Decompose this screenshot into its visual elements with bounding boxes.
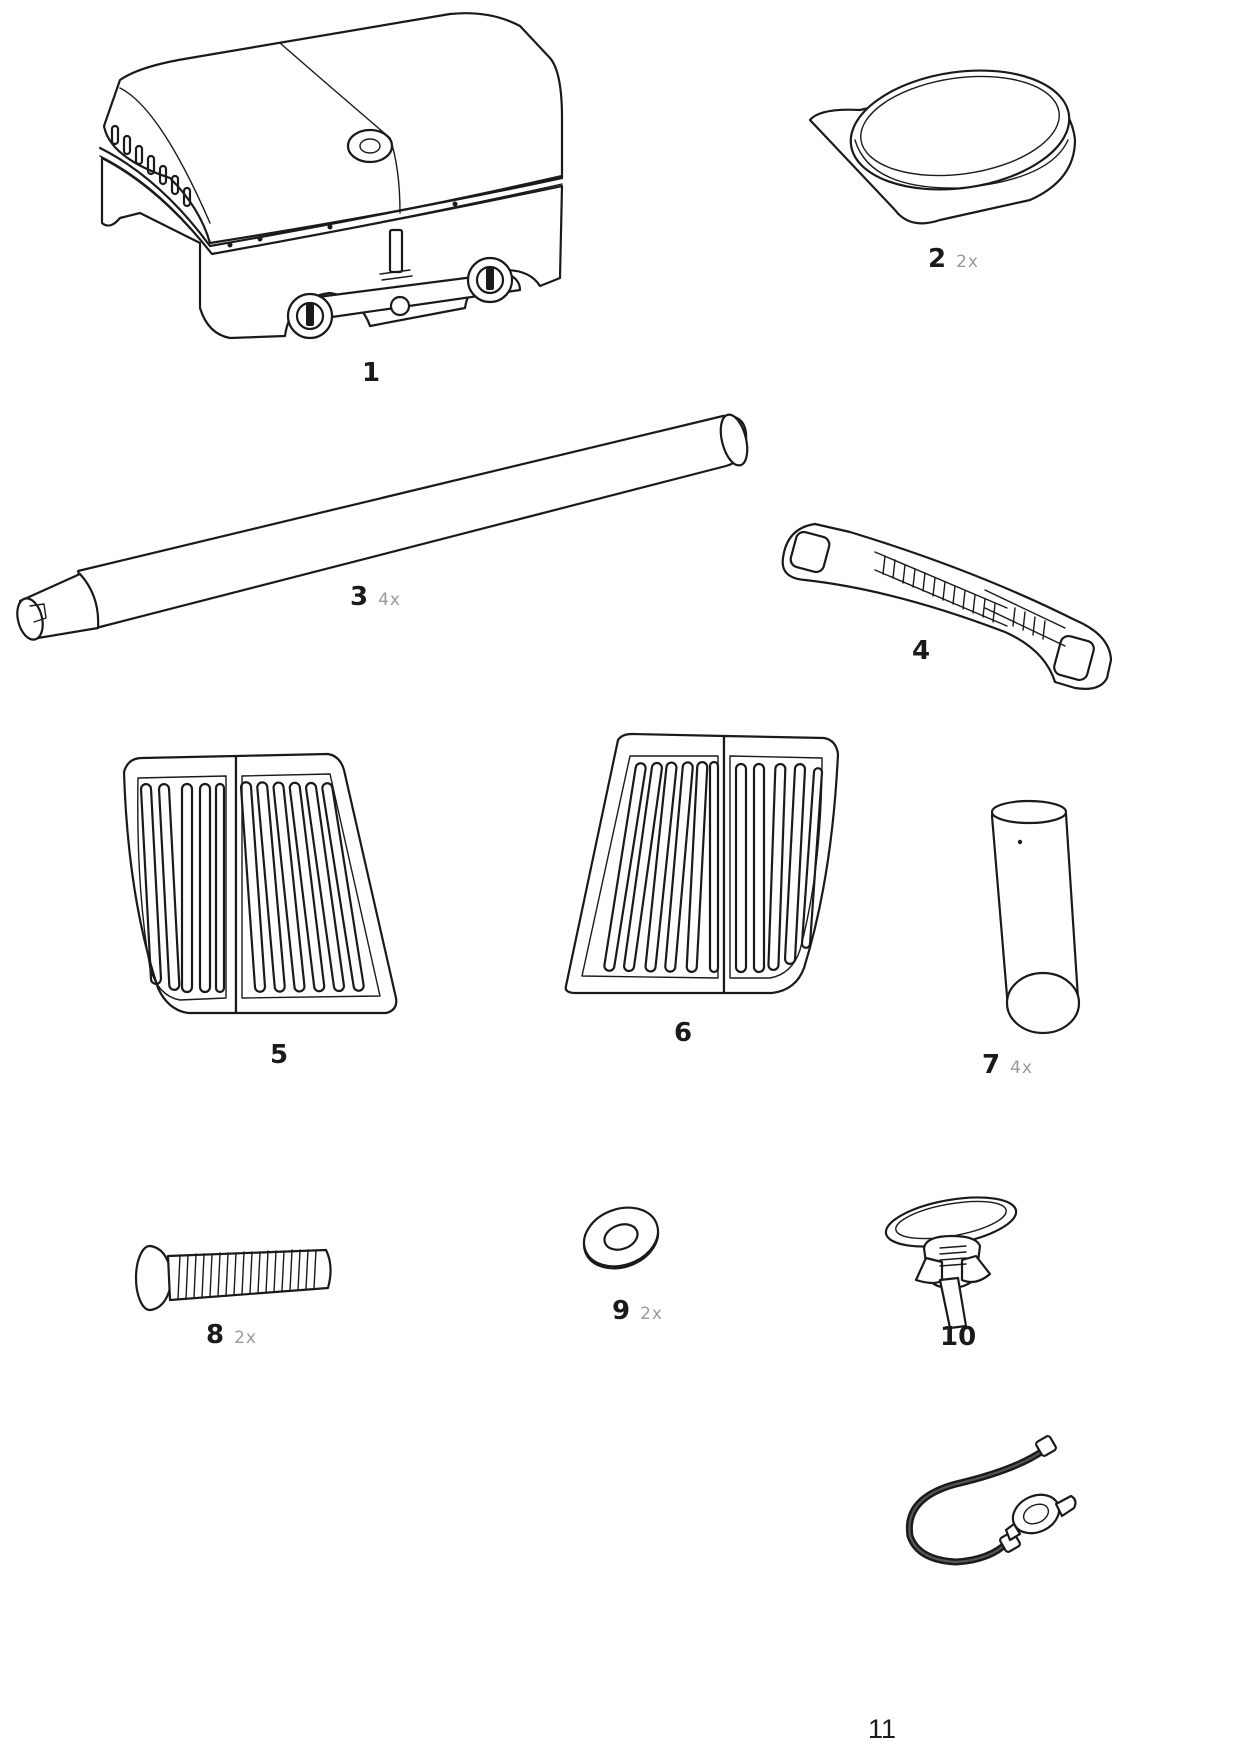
handle-icon: [775, 520, 1115, 695]
leg-tube-icon: [8, 406, 753, 646]
right-grate-icon: [560, 728, 845, 998]
gas-hose-regulator-icon: [896, 1432, 1096, 1582]
drip-tray-icon: [800, 69, 1080, 230]
part-label-4: 4: [912, 636, 931, 666]
part-label-5: 5: [270, 1040, 289, 1070]
part-label-10: 10: [940, 1322, 977, 1352]
grill-body-icon: [98, 8, 570, 378]
leg-cap-icon: [988, 798, 1088, 1038]
left-grate-icon: [118, 748, 403, 1018]
part-label-11: 11: [868, 1714, 897, 1744]
part-label-6: 6: [674, 1018, 693, 1048]
part-label-1: 1: [362, 358, 381, 388]
wing-nut-bracket-icon: [876, 1188, 1026, 1330]
bolt-icon: [128, 1238, 338, 1318]
washer-icon: [576, 1202, 666, 1272]
